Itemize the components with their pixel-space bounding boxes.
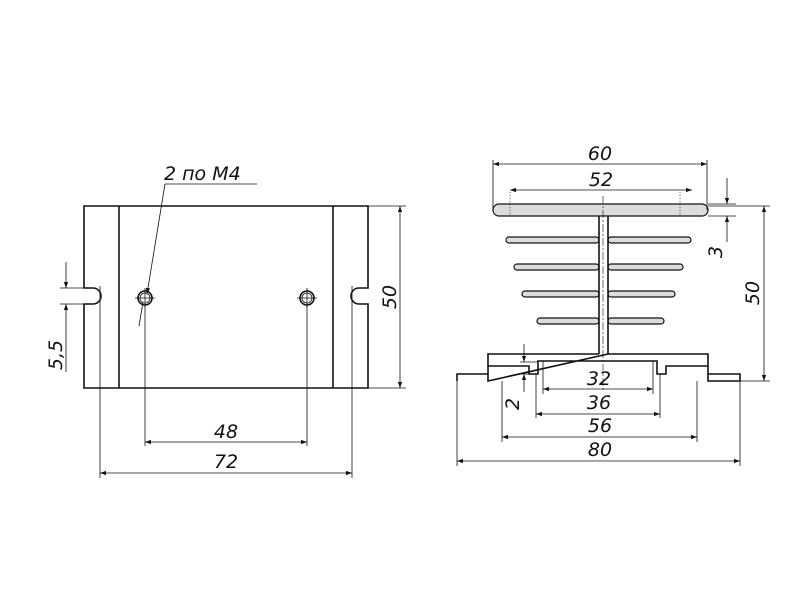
base-width-label: 80 <box>588 439 612 461</box>
top-plate-width-label: 60 <box>588 143 612 165</box>
fin-left-3 <box>521 290 600 298</box>
slot-offset-label: 5,5 <box>45 340 67 370</box>
side-height-label: 50 <box>742 281 764 305</box>
front-height-label: 50 <box>379 285 401 309</box>
fin-right-3 <box>607 290 676 298</box>
hole-spacing-label: 48 <box>214 421 238 443</box>
top-fins-width-label: 52 <box>589 169 613 191</box>
fin-left-2 <box>513 263 600 271</box>
slot-spacing-label: 72 <box>214 451 238 473</box>
side-view: 60 52 3 50 2 32 36 56 <box>456 143 770 466</box>
fin-right-2 <box>607 263 684 271</box>
fin-right-1 <box>607 236 692 244</box>
front-view: 2 по М4 50 5,5 48 72 <box>45 163 406 478</box>
front-outline <box>83 205 369 389</box>
inner-channel-label: 32 <box>587 368 611 390</box>
base-outline <box>456 353 741 382</box>
base-step-label: 2 <box>502 398 524 410</box>
channel-width-label: 36 <box>587 392 611 414</box>
top-plate <box>492 203 709 217</box>
top-plate-thickness-label: 3 <box>705 246 727 258</box>
hole-note-label: 2 по М4 <box>164 163 241 185</box>
fin-left-4 <box>536 317 600 325</box>
pedestal-width-label: 56 <box>588 415 612 437</box>
fin-left-1 <box>505 236 600 244</box>
fin-right-4 <box>607 317 665 325</box>
